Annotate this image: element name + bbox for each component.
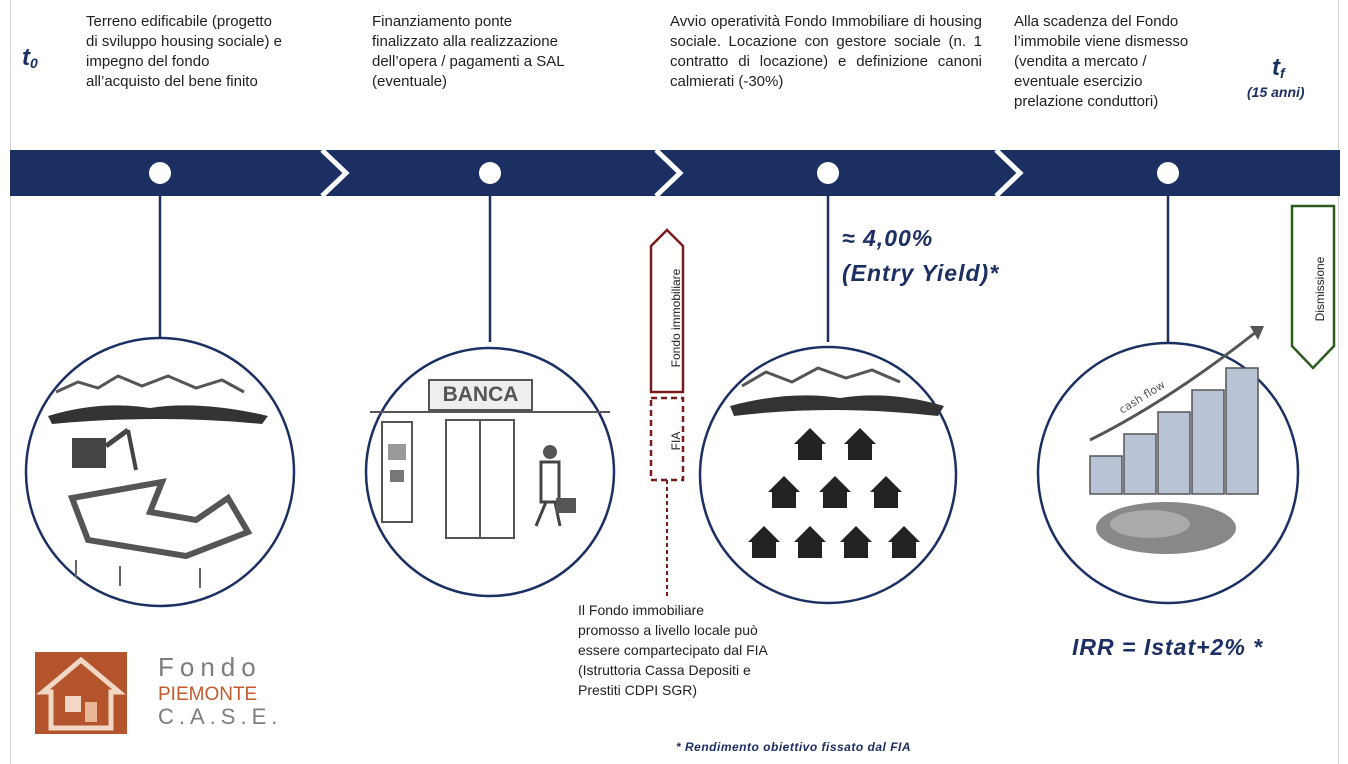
- logo-line-1: Fondo: [158, 652, 262, 682]
- step-3-description: Avvio operatività Fondo Immobiliare di h…: [670, 13, 982, 90]
- dismissione-label: Dismissione: [1313, 256, 1327, 322]
- milestone-dot-1: [149, 162, 171, 184]
- entry-yield-value: ≈ 4,00%: [842, 225, 934, 251]
- end-time-note: (15 anni): [1247, 84, 1305, 100]
- cash-flow-illustration: [1036, 326, 1300, 605]
- construction-site-illustration: [24, 336, 296, 608]
- step-1-description: Terreno edificabile (progetto di svilupp…: [86, 13, 282, 90]
- entry-yield-label: (Entry Yield)*: [842, 260, 1000, 286]
- banca-sign: BANCA: [428, 379, 533, 411]
- end-time-label: tf: [1272, 54, 1285, 81]
- milestone-dot-4: [1157, 162, 1179, 184]
- frame-right-line: [1338, 0, 1339, 764]
- fia-label: FIA: [669, 431, 683, 451]
- frame-left-line: [10, 0, 11, 764]
- logo-line-2: PIEMONTE: [158, 684, 258, 705]
- fia-note: Il Fondo immobiliare promosso a livello …: [578, 602, 768, 698]
- footnote: * Rendimento obiettivo fissato dal FIA: [676, 740, 912, 754]
- step-4-description: Alla scadenza del Fondo l’immobile viene…: [1014, 13, 1189, 110]
- step-2-description: Finanziamento ponte finalizzato alla rea…: [372, 13, 565, 90]
- milestone-dot-2: [479, 162, 501, 184]
- timeline-band: [10, 148, 1340, 198]
- logo-house-icon: [35, 652, 127, 734]
- fondo-immobiliare-label: Fondo immobiliare: [669, 268, 683, 368]
- fondo-immobiliare-arrow: [649, 228, 685, 394]
- milestone-dot-3: [817, 162, 839, 184]
- logo-line-3: C.A.S.E.: [158, 704, 283, 729]
- dismissione-arrow: [1290, 204, 1336, 370]
- start-time-label: t0: [22, 44, 38, 71]
- housing-illustration: [698, 345, 958, 605]
- fia-box: [649, 396, 685, 596]
- irr-label: IRR = Istat+2% *: [1072, 634, 1264, 660]
